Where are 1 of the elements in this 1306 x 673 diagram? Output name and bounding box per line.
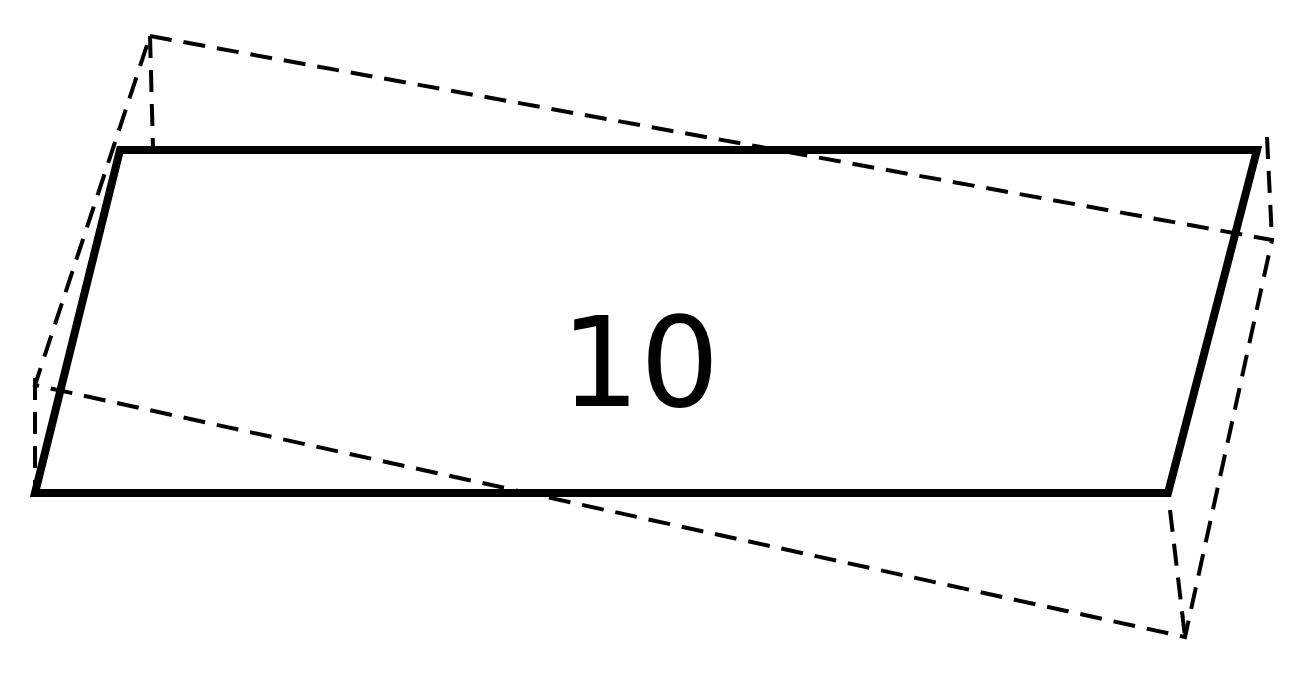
shape-number: 10 xyxy=(560,299,720,425)
